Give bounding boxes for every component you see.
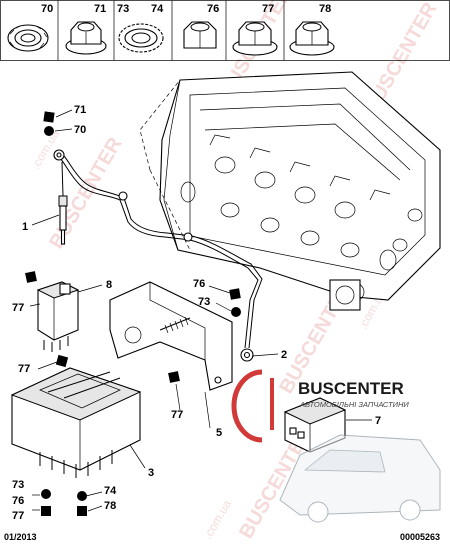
callout-71: 71 <box>74 104 86 116</box>
callout-7: 7 <box>375 415 381 427</box>
part-number-71: 71 <box>94 3 106 15</box>
tooth-lock-washer-icon <box>118 23 164 53</box>
callout-3: 3 <box>148 467 154 479</box>
serrated-washer-icon <box>7 24 49 52</box>
relay-8 <box>36 281 80 352</box>
callout-5: 5 <box>216 427 222 439</box>
cylinder-head <box>139 71 441 311</box>
callout-76: 76 <box>12 495 24 507</box>
control-module-3 <box>10 367 142 478</box>
svg-text:АВТОМОБІЛЬНІ ЗАПЧАСТИНИ: АВТОМОБІЛЬНІ ЗАПЧАСТИНИ <box>299 400 409 409</box>
flange-nut-icon <box>65 21 107 55</box>
part-number-74: 74 <box>151 3 164 15</box>
flange-nut-icon <box>289 21 335 56</box>
callout-2: 2 <box>281 349 287 361</box>
callout-78: 78 <box>104 500 116 512</box>
glow-plug <box>58 161 68 245</box>
fastener-markers <box>25 111 241 516</box>
leader-lines <box>29 109 372 512</box>
callout-74: 74 <box>104 485 117 497</box>
part-number-78: 78 <box>319 3 331 15</box>
callout-73: 73 <box>198 296 210 308</box>
vehicle-illustration <box>279 434 441 523</box>
part-number-77: 77 <box>262 3 274 15</box>
watermark-domain: .com.ua <box>200 497 234 541</box>
callout-77: 77 <box>12 302 24 314</box>
wiring-harness <box>53 149 263 362</box>
callout-73: 73 <box>12 479 24 491</box>
footer-code: 00005263 <box>400 532 440 542</box>
part-number-70: 70 <box>41 3 53 15</box>
callout-76: 76 <box>193 278 205 290</box>
footer-date: 01/2013 <box>4 532 37 542</box>
callout-77: 77 <box>12 510 24 522</box>
svg-text:BUSCENTER: BUSCENTER <box>298 379 404 398</box>
callout-70: 70 <box>74 124 86 136</box>
part-number-73: 73 <box>117 3 129 15</box>
flange-nut-icon <box>232 21 278 56</box>
callout-77: 77 <box>171 409 183 421</box>
fastener-header: 70 71 73 74 76 77 <box>0 0 450 61</box>
part-number-76: 76 <box>207 3 219 15</box>
callout-1: 1 <box>22 221 28 233</box>
callout-labels: 71 70 1 8 77 76 73 2 77 77 5 3 7 73 76 7… <box>12 104 381 522</box>
brand-logo: BUSCENTER АВТОМОБІЛЬНІ ЗАПЧАСТИНИ <box>231 369 409 443</box>
hex-nut-icon <box>183 21 217 49</box>
bracket-5 <box>109 281 233 391</box>
callout-77: 77 <box>18 363 30 375</box>
callout-8: 8 <box>106 279 112 291</box>
